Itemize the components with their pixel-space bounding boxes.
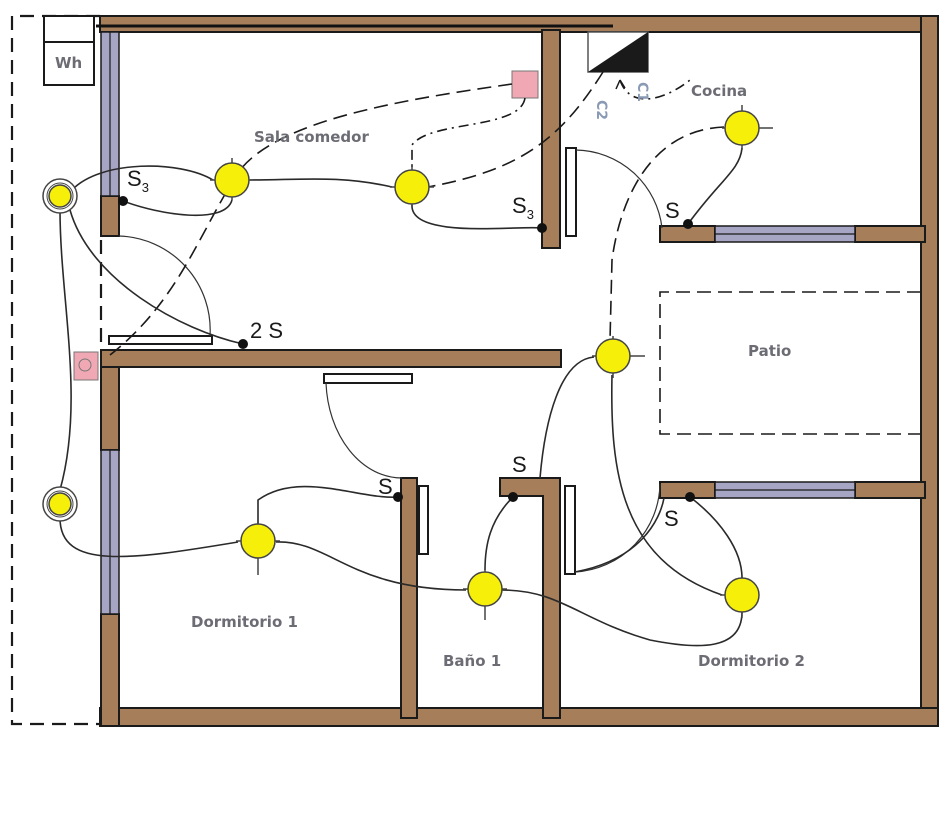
switch-bath — [508, 492, 518, 502]
wires — [59, 147, 743, 647]
distribution-panel — [587, 31, 649, 73]
switch-label-2s: 2 S — [250, 318, 283, 343]
meter-box: Wh — [43, 15, 95, 86]
switch-s3-center — [537, 223, 547, 233]
switch-label-bath: S — [512, 452, 527, 477]
switch-dorm2 — [685, 492, 695, 502]
outlet-entrance — [73, 351, 99, 381]
wall-right — [920, 15, 939, 727]
exterior-lamp-upper — [42, 178, 78, 214]
patio-outline — [659, 291, 921, 435]
switch-s3-left — [118, 196, 128, 206]
room-label-dormitorio-1: Dormitorio 1 — [191, 613, 298, 631]
outlet-sala — [511, 70, 539, 99]
ceiling-lamp-cocina — [722, 105, 773, 150]
wall-bottom — [99, 707, 939, 727]
room-label-sala-comedor: Sala comedor — [254, 128, 369, 146]
circuit-c2-wire — [427, 71, 604, 188]
switch-dorm1 — [393, 492, 403, 502]
wall-left-lower — [100, 613, 120, 727]
windows — [100, 31, 856, 615]
wall-left-upper — [100, 195, 120, 237]
lamps — [42, 105, 773, 620]
door-bath — [418, 485, 429, 555]
switch-kitchen — [683, 219, 693, 229]
ceiling-lamp-sala-1 — [210, 158, 252, 200]
meter-label: Wh — [55, 54, 82, 72]
doors — [108, 147, 663, 575]
ceiling-lamp-sala-2 — [390, 164, 434, 206]
door-dorm1 — [323, 373, 413, 384]
circuit-label-c2: C2 — [593, 100, 609, 120]
switches — [118, 196, 695, 502]
door-entrance — [108, 335, 213, 345]
wall-dorm2-right — [854, 481, 926, 499]
switch-label-dorm1: S — [378, 474, 393, 499]
room-label-bano-1: Baño 1 — [443, 652, 501, 670]
wall-top — [99, 15, 939, 33]
ceiling-lamp-dorm2 — [720, 575, 760, 618]
switch-label-dorm2: S — [664, 506, 679, 531]
switch-label-s3-left: S3 — [127, 166, 149, 195]
room-label-dormitorio-2: Dormitorio 2 — [698, 652, 805, 670]
wall-sala-dorm — [100, 349, 562, 368]
wall-dorm1-bath — [400, 477, 418, 719]
circuit-c1-wire — [619, 79, 691, 100]
circuit-sala-outlet-wire — [109, 83, 513, 356]
wall-sala-cocina — [541, 29, 561, 249]
switch-2s — [238, 339, 248, 349]
walls — [96, 15, 939, 727]
door-cocina — [565, 147, 577, 237]
ceiling-lamp-bano — [463, 568, 507, 620]
switch-label-s3-center: S3 — [512, 193, 534, 222]
door-dorm2 — [564, 485, 576, 575]
room-label-cocina: Cocina — [691, 82, 747, 100]
circuit-hall-kitchen-wire — [609, 126, 725, 341]
exterior-lamp-lower — [42, 486, 78, 522]
circuit-sala-lamp-outlet — [411, 97, 526, 168]
wall-bath-dorm2 — [499, 477, 561, 719]
switch-label-kitchen: S — [665, 198, 680, 223]
wall-cocina-right — [854, 225, 926, 243]
room-label-patio: Patio — [748, 342, 791, 360]
ceiling-lamp-hall — [592, 336, 645, 378]
ceiling-lamp-dorm1 — [236, 520, 280, 575]
circuit-label-c1: C1 — [634, 82, 650, 102]
